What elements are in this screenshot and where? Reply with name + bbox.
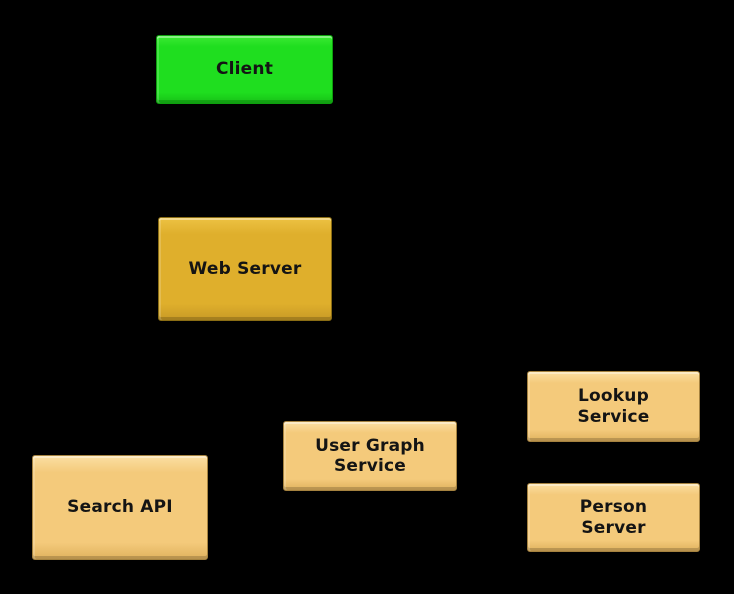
node-client-label: Client xyxy=(215,59,274,80)
node-lookup-service: Lookup Service xyxy=(527,371,700,442)
node-user-graph-service-label: User Graph Service xyxy=(315,435,425,476)
node-user-graph-service: User Graph Service xyxy=(283,421,457,491)
node-client: Client xyxy=(156,35,333,104)
node-search-api: Search API xyxy=(32,455,208,560)
node-person-server: Person Server xyxy=(527,483,700,552)
node-web-server-label: Web Server xyxy=(188,258,302,279)
node-person-server-label: Person Server xyxy=(579,497,648,538)
node-search-api-label: Search API xyxy=(67,497,173,518)
node-lookup-service-label: Lookup Service xyxy=(577,386,650,427)
node-web-server: Web Server xyxy=(158,217,332,321)
